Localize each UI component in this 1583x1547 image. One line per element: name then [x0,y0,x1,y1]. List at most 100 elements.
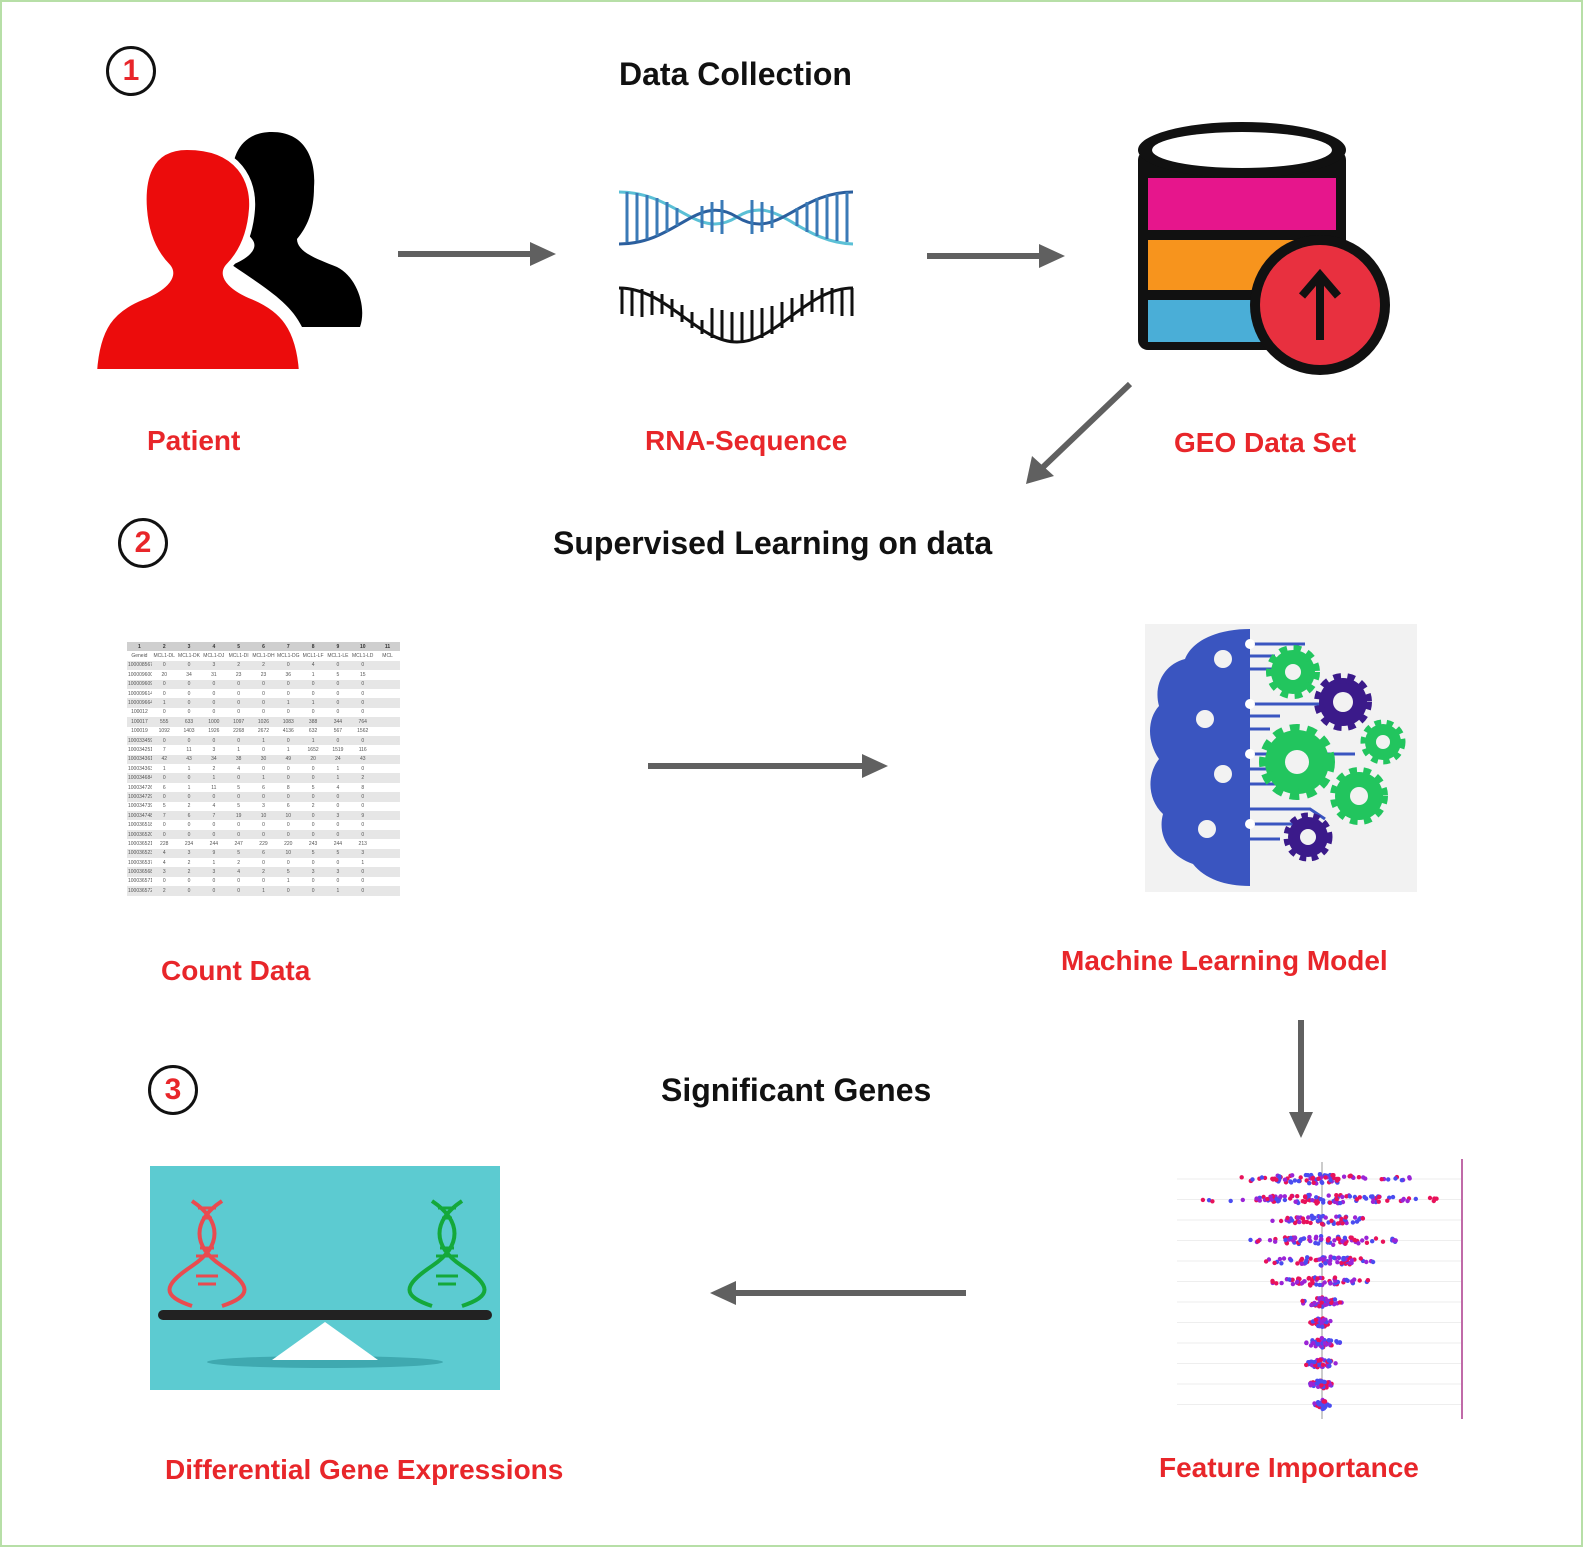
beeswarm-point [1273,1239,1278,1244]
table-cell: 34 [201,754,227,765]
table-cell: 0 [361,690,365,697]
table-cell: 8 [361,784,365,791]
beeswarm-point [1269,1197,1274,1202]
beeswarm-point [1267,1238,1273,1243]
beeswarm-point [1386,1177,1391,1182]
table-cell: 5 [311,784,315,791]
table-cell: 1 [336,765,340,772]
table-cell: 6 [251,642,276,652]
table-cell [375,886,400,896]
table-cell: 100034729 [127,792,152,802]
table-cell: 116 [358,746,367,753]
table-cell: 0 [176,660,202,671]
table-cell: 6 [286,803,290,810]
table-cell: 0 [325,660,351,671]
beeswarm-point [1304,1219,1310,1225]
table-cell: 2672 [257,728,270,735]
beeswarm-point [1239,1175,1244,1180]
table-cell: 3 [212,746,216,753]
beeswarm-point [1272,1260,1277,1266]
beeswarm-point [1308,1238,1313,1244]
beeswarm-point [1329,1218,1334,1223]
beeswarm-point [1405,1198,1410,1204]
table-cell: 6 [251,848,276,858]
table-cell: 2 [251,867,276,877]
table-cell: 0 [176,735,202,746]
beeswarm-point [1310,1216,1315,1221]
table-cell: 0 [237,690,241,697]
beeswarm-point [1321,1317,1327,1322]
table-cell: 0 [275,886,301,896]
table-cell: 0 [226,698,252,708]
table-cell: 34 [186,671,192,678]
dna-helix-icon [618,190,854,344]
beeswarm-point [1320,1256,1325,1262]
table-cell: 0 [262,878,265,885]
beeswarm-point [1373,1236,1379,1241]
beeswarm-point [1323,1175,1328,1180]
table-cell: 234 [184,840,194,847]
beeswarm-point [1327,1200,1333,1205]
table-cell [375,670,400,679]
beeswarm-point [1350,1220,1356,1225]
feature-importance-label: Feature Importance [1159,1452,1419,1483]
table-cell [375,811,400,821]
beeswarm-point [1287,1277,1292,1282]
beeswarm-point [1316,1176,1321,1181]
beeswarm-point [1344,1194,1349,1199]
table-cell: 213 [358,840,367,847]
table-cell: 0 [311,709,315,716]
beeswarm-point [1319,1383,1324,1388]
table-cell: 1403 [183,728,195,735]
table-cell: 1 [361,859,365,866]
table-cell: 0 [350,660,376,671]
table-cell: 4 [201,642,227,652]
beeswarm-point [1325,1402,1330,1407]
table-cell [375,717,400,727]
database-upload-icon [1138,122,1390,375]
beeswarm-point [1364,1240,1370,1245]
table-cell: 7 [201,811,227,821]
table-cell: 6 [262,784,265,791]
stage-1-number: 1 [106,46,156,96]
beeswarm-point [1321,1200,1326,1205]
table-cell: 0 [251,679,276,689]
beeswarm-point [1316,1323,1321,1329]
beeswarm-point [1290,1281,1296,1287]
beeswarm-point [1342,1235,1348,1240]
table-cell: 0 [237,878,241,885]
table-cell: 0 [176,679,202,689]
beeswarm-point [1370,1194,1375,1199]
table-cell: 20 [161,671,167,678]
beeswarm-point [1304,1340,1309,1345]
beeswarm-point [1316,1358,1322,1363]
table-cell: 0 [300,792,326,802]
table-cell: 567 [333,728,343,735]
table-cell: 0 [361,878,365,885]
table-cell: 0 [187,709,191,716]
table-cell: 1 [286,878,290,885]
beeswarm-point [1354,1219,1360,1224]
table-cell: 0 [226,679,252,689]
table-cell: 100034684 [127,773,152,783]
table-cell: 388 [300,717,326,727]
table-cell: 100019 [131,728,148,735]
table-cell: 4 [336,784,340,791]
table-cell: 0 [350,867,376,877]
table-cell: 0 [176,829,202,840]
table-cell: 0 [300,829,326,840]
beeswarm-point [1357,1278,1362,1283]
beeswarm-point [1319,1321,1325,1326]
beeswarm-point [1337,1200,1343,1206]
beeswarm-point [1313,1236,1318,1241]
table-cell: 764 [350,717,376,727]
table-cell: 20 [300,754,326,765]
beeswarm-point [1364,1259,1369,1265]
beeswarm-point [1310,1176,1315,1181]
table-cell: 5 [237,803,241,810]
gear-green-4 [1330,767,1388,825]
table-cell: MCL1-LF [302,653,324,660]
beeswarm-point [1319,1221,1325,1227]
